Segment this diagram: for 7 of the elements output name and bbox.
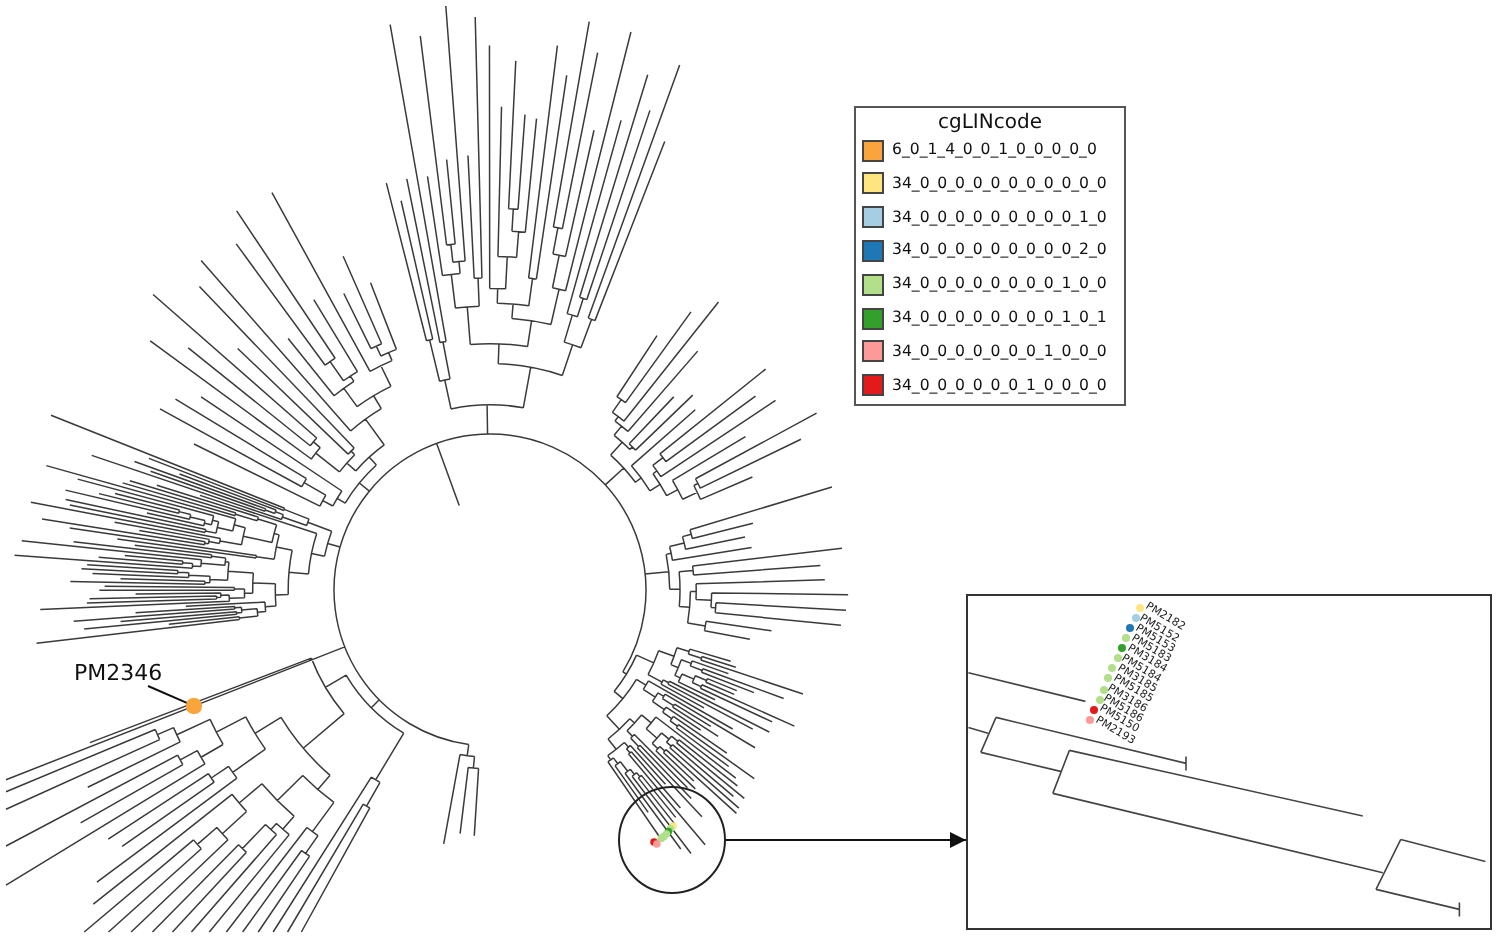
zoom-inset	[966, 594, 1492, 930]
leader-line	[147, 685, 189, 705]
point-marker	[186, 698, 202, 714]
legend-title: cgLINcode	[938, 112, 1042, 136]
tip-label: PM2346	[74, 660, 163, 686]
zoom-circle	[618, 786, 726, 894]
arrow	[725, 832, 967, 848]
